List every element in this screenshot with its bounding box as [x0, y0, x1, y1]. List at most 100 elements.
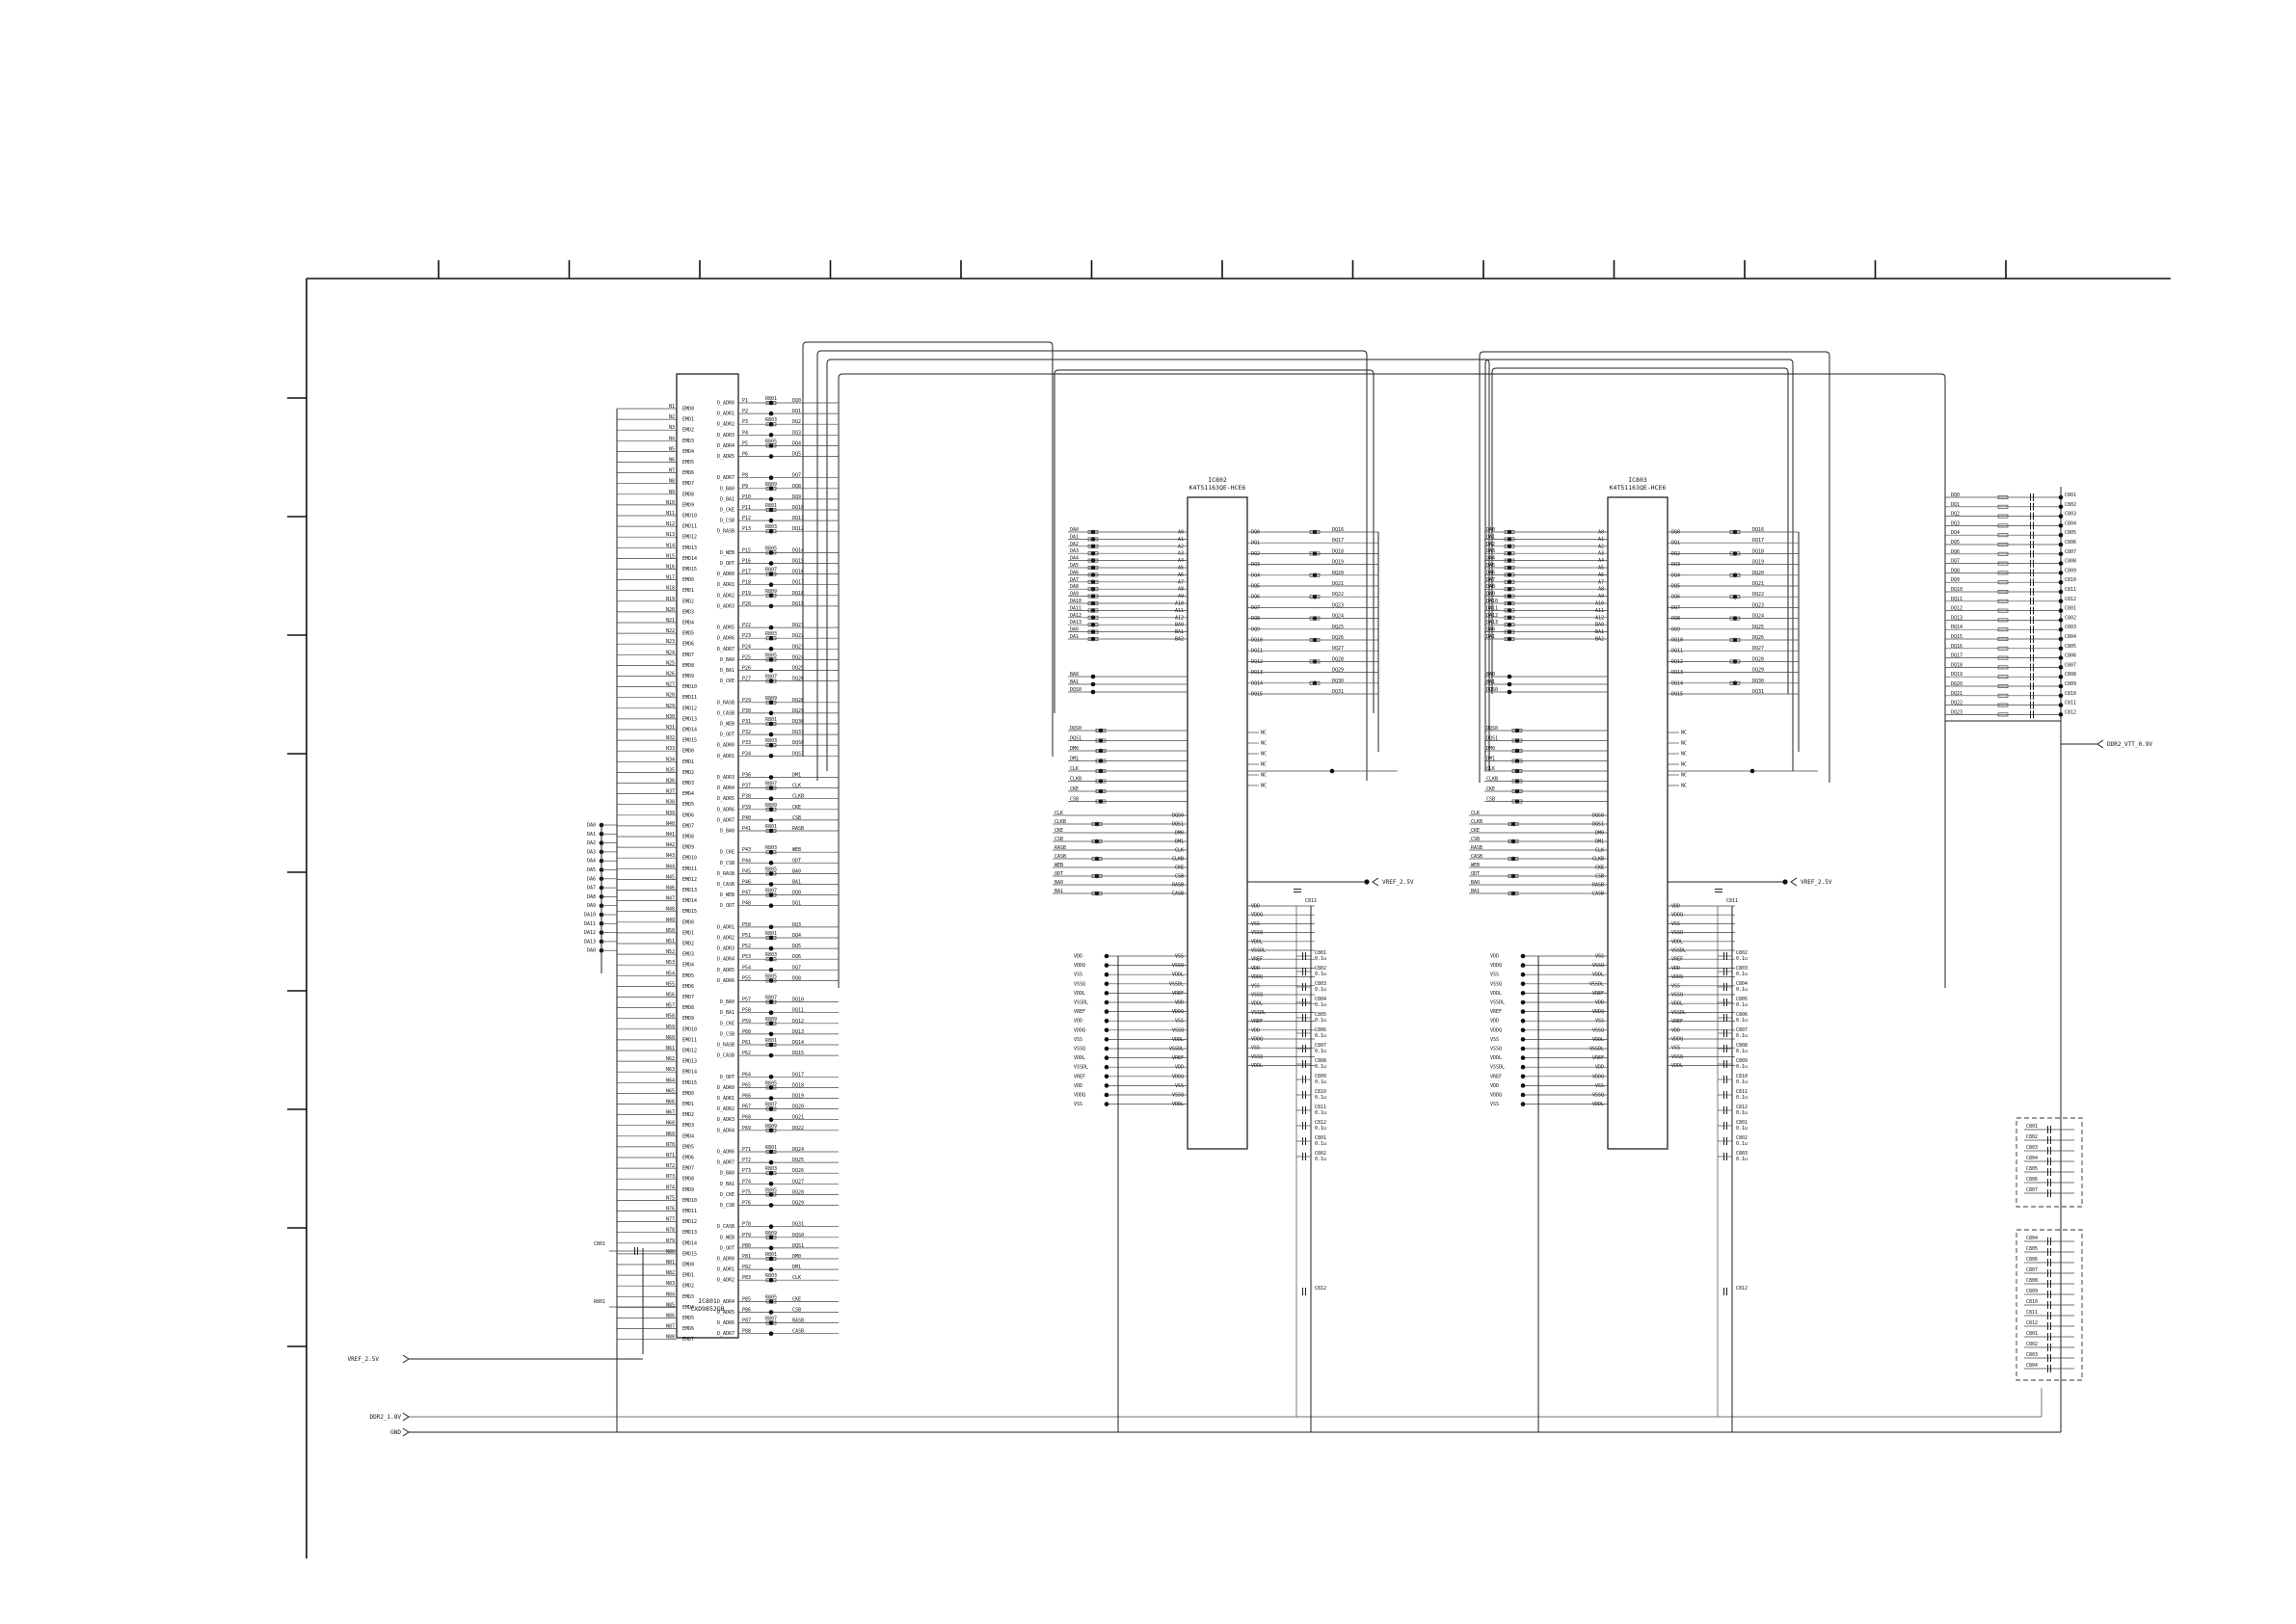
ic801-left-pin-name: EMD8	[682, 835, 694, 840]
dram-cmd-resistor	[1091, 892, 1103, 895]
termination-net: DQ7	[1951, 559, 1960, 565]
resistor-ref: R809	[765, 696, 777, 702]
port-vref-ic802[interactable]: VREF_2.5V	[1247, 877, 1414, 887]
dram-bank-net: DQS0	[1486, 687, 1498, 693]
ic801-left-pin-num: N43	[666, 853, 675, 859]
port-gnd-left[interactable]: GND	[390, 1427, 410, 1437]
cap-ref: C808	[1315, 1058, 1326, 1064]
dram-power-junction	[1520, 981, 1526, 987]
cap-value: 0.1u	[1736, 972, 1748, 977]
dram-power-pin-name: VDDQ	[1592, 1009, 1604, 1015]
dram-address-net: DA4	[1070, 556, 1079, 562]
dram-bank-net: DQS0	[1070, 687, 1081, 693]
dram-power-junction	[1104, 981, 1109, 987]
ic801-right-pin-name: D_CKE	[720, 1192, 734, 1198]
cap-ref: C810	[1315, 1089, 1326, 1095]
dram-rail-pin-name: VSSDL	[1251, 948, 1266, 954]
ic801-junction	[768, 1128, 774, 1133]
ic801-right-pin-name: D_ADR5	[717, 796, 734, 802]
resistor-ref: R801	[765, 1038, 777, 1044]
ic801-right-pin-name: D_CASB	[717, 1224, 734, 1230]
ic801-left-pin-num: N26	[666, 672, 675, 678]
termination-cap	[2030, 521, 2034, 530]
dram-data-net: DQ24	[1332, 614, 1344, 620]
dram-data-junction	[1312, 680, 1318, 686]
bulk-cap	[1302, 1288, 1306, 1295]
dram-address-resistor	[1504, 558, 1515, 563]
ic801-net-name: DQ21	[792, 623, 804, 628]
ic801-net-name: DQ1	[792, 409, 801, 414]
dram-cmd-pin-name: CLKB	[1172, 857, 1184, 863]
ic801-net-name: DQ11	[792, 1008, 804, 1014]
cap-ref: C803	[2065, 625, 2076, 630]
ic801-body[interactable]	[676, 373, 739, 1339]
termination-junction	[2058, 712, 2064, 717]
dram-data-pin-name: DQ9	[1671, 626, 1680, 632]
ic801-junction	[768, 1266, 774, 1272]
bypass-capacitors: C801C802C803C804C805C806C807C804C805C806…	[2024, 1124, 2074, 1372]
cap-ref: C810	[2065, 577, 2076, 583]
ic801-junction	[768, 861, 774, 865]
dram-address-pin-name: A11	[1175, 608, 1184, 614]
ic801-left-pin-name: EMD14	[682, 728, 697, 733]
bypass-cap	[2047, 1168, 2051, 1176]
ic801-junction	[768, 593, 774, 599]
ic801-left-pin-name: EMD15	[682, 738, 697, 744]
dram-data-junction	[1312, 572, 1318, 578]
dram-control-junction	[1514, 728, 1520, 733]
dram-nc-label: NC	[1681, 784, 1687, 789]
ic801-net-name: DQ12	[792, 526, 804, 532]
port-vtt-right[interactable]: DDR2_VTT_0.9V	[2061, 739, 2152, 749]
dram-data-junction	[1312, 594, 1318, 599]
dram-address-junction	[1090, 608, 1096, 613]
dram-power-pin-name: VSS	[1175, 954, 1184, 960]
ic801-left-pin-num: N63	[666, 1067, 675, 1073]
cap-ref: C811	[1305, 898, 1317, 904]
left-address-taps: DA0DA1DA2DA3DA4DA5DA6DA7DA8DA9DA10DA11DA…	[584, 823, 638, 1305]
termination-resistor	[1997, 599, 2009, 603]
port-vref-left[interactable]: VREF_2.5V	[347, 1354, 410, 1364]
ic801-right-pin-num: P8	[742, 473, 748, 479]
ic801-left-pin-name: EMD1	[682, 417, 694, 423]
cap-ref: C809	[2026, 1289, 2038, 1294]
dram-cmd-net: CLK	[1055, 811, 1063, 816]
dram-power-pin-name: VDD	[1175, 1000, 1184, 1006]
dram-cmd-net: BA0	[1055, 880, 1063, 886]
dram-control-net: DM0	[1486, 746, 1495, 752]
termination-junction	[2058, 674, 2064, 679]
port-vref-ic803[interactable]: VREF_2.5V	[1668, 877, 1832, 887]
ic801-left-pin-num: N85	[666, 1302, 675, 1308]
ic801-junction	[768, 1159, 774, 1165]
ic801-left-pin-num: N79	[666, 1238, 675, 1244]
ic801-left-pin-num: N37	[666, 789, 675, 795]
ic801-right-pin-name: D_ADR5	[717, 1310, 734, 1316]
dram-address-resistor	[1504, 579, 1515, 584]
dram-cmd-net: ODT	[1055, 871, 1063, 877]
ic802-body[interactable]	[1187, 496, 1248, 1150]
dram-cmd-junction	[1510, 839, 1516, 844]
ic801-left-pin-name: EMD10	[682, 514, 697, 519]
dram-address-net: DA0	[1486, 627, 1495, 633]
ic801-left-pin-name: EMD3	[682, 781, 694, 786]
ic801-net-name: DQ3	[792, 922, 801, 928]
ic801-junction	[768, 700, 774, 706]
ic803-body[interactable]	[1607, 496, 1669, 1150]
ic802-part: K4T51163QE-HCE6	[1189, 484, 1246, 492]
cap-ref: C803	[2065, 512, 2076, 518]
dram-control-junction	[1514, 799, 1520, 804]
cap-ref: C803	[2026, 1352, 2038, 1358]
ic801-left-pin-num: N78	[666, 1228, 675, 1234]
ic801-net-name: DQ17	[792, 580, 804, 586]
ic801-junction	[768, 507, 774, 513]
port-ddr2-left[interactable]: DDR2_1.8V	[369, 1412, 410, 1422]
dram-address-pin-name: A11	[1595, 608, 1604, 614]
ic801-right-pin-num: P53	[742, 954, 751, 960]
dram-address-resistor	[1504, 615, 1515, 620]
ic801-right-pin-num: P59	[742, 1019, 751, 1025]
ic801-right-pin-num: P43	[742, 847, 751, 853]
cap-ref: C812	[1736, 1286, 1748, 1291]
bypass-cap	[2047, 1158, 2051, 1165]
dram-power-net: VDDQ	[1490, 1093, 1502, 1099]
ic801-right-pin-name: D_ADR1	[717, 412, 734, 417]
ic801-left-pin-name: EMD10	[682, 1198, 697, 1204]
